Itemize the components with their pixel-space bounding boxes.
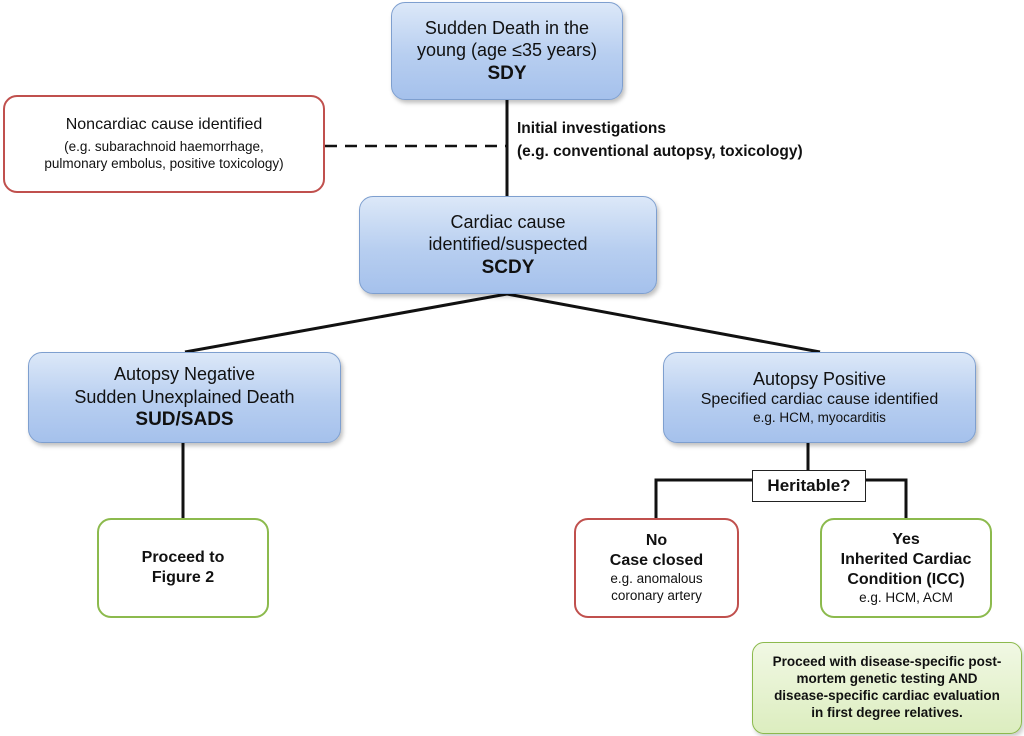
connector-heritable-yes [866, 478, 908, 518]
noncardiac-title: Noncardiac cause identified [65, 116, 263, 134]
sdy-acronym: SDY [487, 62, 527, 84]
sdy-line1: Sudden Death in the [424, 17, 590, 38]
autopsy-positive-line3: e.g. HCM, myocarditis [753, 410, 886, 426]
investigations-label: Initial investigations (e.g. conventiona… [517, 117, 837, 164]
yes-node: Yes Inherited Cardiac Condition (ICC) e.… [820, 518, 992, 618]
yes-line2: Inherited Cardiac [840, 550, 972, 568]
no-line4: coronary artery [611, 588, 702, 603]
autopsy-positive-line2: Specified cardiac cause identified [700, 391, 939, 409]
autopsy-positive-line1: Autopsy Positive [752, 368, 887, 389]
yes-line1: Yes [892, 530, 920, 548]
yes-line4: e.g. HCM, ACM [859, 589, 953, 605]
sdy-node: Sudden Death in the young (age ≤35 years… [391, 2, 623, 100]
autopsy-negative-acronym: SUD/SADS [135, 409, 234, 431]
noncardiac-node: Noncardiac cause identified (e.g. subara… [3, 95, 325, 193]
scdy-node: Cardiac cause identified/suspected SCDY [359, 196, 657, 294]
autopsy-negative-line2: Sudden Unexplained Death [74, 386, 295, 407]
investigations-line2: (e.g. conventional autopsy, toxicology) [517, 143, 803, 161]
connector-scdy-negative [184, 292, 508, 354]
autopsy-positive-node: Autopsy Positive Specified cardiac cause… [663, 352, 976, 443]
no-line3: e.g. anomalous [610, 571, 703, 587]
connector-heritable-no [654, 478, 752, 518]
autopsy-negative-line1: Autopsy Negative [113, 364, 256, 385]
heritable-decision: Heritable? [752, 470, 866, 502]
connector-scdy-positive [506, 292, 821, 354]
genetic-line1: Proceed with disease-specific post- [772, 654, 1002, 670]
noncardiac-detail2: pulmonary embolus, positive toxicology) [44, 156, 284, 171]
proceed-figure2-line2: Figure 2 [151, 569, 215, 586]
sdy-line2: young (age ≤35 years) [417, 40, 597, 61]
proceed-figure2-node: Proceed to Figure 2 [97, 518, 269, 618]
scdy-acronym: SCDY [481, 256, 535, 278]
genetic-line4: in first degree relatives. [811, 704, 963, 720]
scdy-line1: Cardiac cause [450, 211, 566, 232]
scdy-line2: identified/suspected [428, 234, 588, 255]
genetic-line3: disease-specific cardiac evaluation [774, 688, 1000, 703]
no-line1: No [645, 532, 668, 550]
yes-line3: Condition (ICC) [847, 570, 965, 588]
autopsy-negative-node: Autopsy Negative Sudden Unexplained Deat… [28, 352, 341, 443]
genetic-testing-node: Proceed with disease-specific post- mort… [752, 642, 1022, 734]
no-line2: Case closed [609, 552, 704, 570]
genetic-line2: mortem genetic testing AND [796, 671, 978, 687]
investigations-line1: Initial investigations [517, 120, 666, 137]
proceed-figure2-line1: Proceed to [141, 549, 225, 566]
no-node: No Case closed e.g. anomalous coronary a… [574, 518, 739, 618]
noncardiac-detail1: (e.g. subarachnoid haemorrhage, [64, 139, 264, 155]
